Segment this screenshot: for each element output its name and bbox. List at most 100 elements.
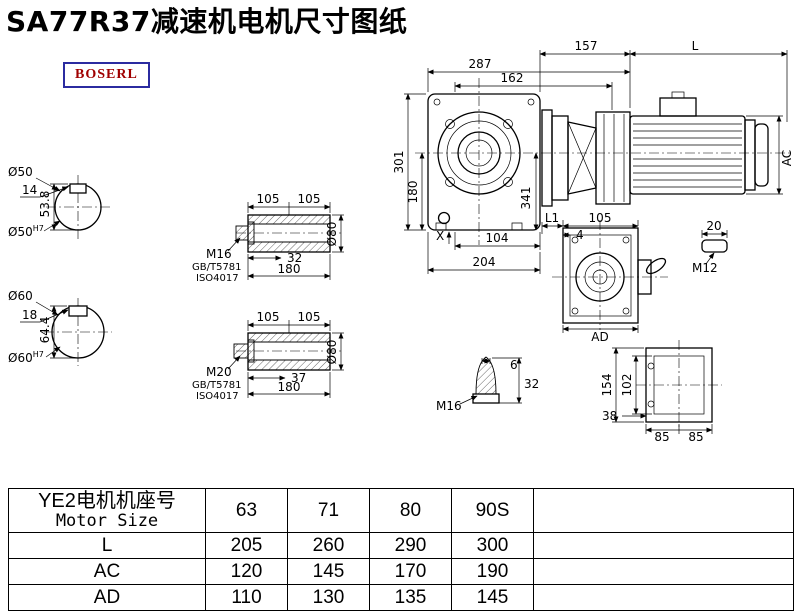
dim-162: 162 (454, 71, 613, 110)
gearbox-front-view (427, 93, 541, 231)
dim-180-vertical: 180 (406, 152, 425, 231)
filler-cell (533, 584, 794, 611)
size-col-1: 71 (287, 488, 370, 533)
main-axis-centerlines (415, 78, 792, 245)
table-row-AD: AD 110 130 135 145 (8, 584, 794, 611)
dim-label-h1-std2: ISO4017 (196, 273, 239, 284)
solid-shaft-50-view: Ø50 14 53.8 Ø50H7 (8, 165, 110, 239)
dim-157: 157 (539, 39, 631, 92)
dim-label-204: 204 (473, 255, 496, 269)
dim-label-key14: 14 (22, 183, 37, 197)
size-col-0: 63 (205, 488, 288, 533)
dim-label-53-8: 53.8 (38, 191, 52, 218)
size-col-2: 80 (369, 488, 452, 533)
dim-AC: AC (746, 115, 794, 195)
dim-301: 301 (392, 93, 426, 231)
dim-104: 104 (454, 231, 541, 250)
dim-label-tv-105: 105 (589, 211, 612, 225)
table-row-AC: AC 120 145 170 190 (8, 558, 794, 585)
dim-label-M12: M12 (692, 261, 718, 275)
dim-label-162: 162 (501, 71, 524, 85)
table-header-row: YE2电机机座号 Motor Size 63 71 80 90S (8, 488, 794, 533)
terminal-box (659, 97, 697, 117)
dim-label-tv-20: 20 (706, 219, 721, 233)
dim-label-h2-bolt: M20 (206, 365, 232, 379)
value-cell: 130 (287, 584, 370, 611)
value-cell: 300 (451, 532, 534, 559)
dim-label-L1: L1 (545, 211, 559, 225)
dim-label-h2-180: 180 (278, 380, 301, 394)
value-cell: 145 (287, 558, 370, 585)
dim-label-bore50: Ø50H7 (8, 224, 44, 239)
dim-label-h1-180: 180 (278, 262, 301, 276)
dim-label-104: 104 (486, 231, 509, 245)
key-20 (701, 239, 728, 253)
value-cell: 120 (205, 558, 288, 585)
dim-L: L (629, 39, 788, 122)
dim-label-L: L (692, 39, 699, 53)
size-col-3: 90S (451, 488, 534, 533)
dim-341: 341 (519, 152, 539, 231)
dim-label-X: X (436, 229, 444, 243)
value-cell: 205 (205, 532, 288, 559)
row-label: L (8, 532, 206, 559)
motor-end-view: 154 102 38 85 85 (600, 340, 722, 444)
dim-label-bore60: Ø60H7 (8, 350, 44, 365)
dim-label-h1-dia80: Ø80 (325, 222, 339, 247)
filler-cell (533, 488, 794, 533)
value-cell: 190 (451, 558, 534, 585)
motor-adapter (541, 109, 631, 207)
motor-body (629, 91, 769, 195)
dim-label-38: 38 (602, 409, 617, 423)
dim-label-AD: AD (591, 330, 608, 344)
breather-plug-view: 6 32 M16 (436, 356, 539, 413)
key-blank (645, 257, 667, 275)
filler-cell (533, 532, 794, 559)
dim-label-85b: 85 (688, 430, 703, 444)
dim-label-dia60: Ø60 (8, 289, 33, 303)
motor-size-header-cell: YE2电机机座号 Motor Size (8, 488, 206, 533)
dim-label-plug-6: 6 (510, 358, 518, 372)
solid-shaft-60-view: Ø60 18 64.4 Ø60H7 (8, 289, 112, 366)
dim-label-180: 180 (406, 181, 420, 204)
dim-label-h2-105a: 105 (257, 310, 280, 324)
dim-label-h2-std1: GB/T5781 (192, 380, 242, 391)
value-cell: 170 (369, 558, 452, 585)
dim-label-h2-105b: 105 (298, 310, 321, 324)
value-cell: 110 (205, 584, 288, 611)
brand-logo: BOSERL (63, 62, 150, 88)
value-cell: 290 (369, 532, 452, 559)
dim-204: 204 (427, 232, 541, 274)
dim-label-154: 154 (600, 374, 614, 397)
dim-label-341: 341 (519, 187, 533, 210)
dim-label-key18: 18 (22, 308, 37, 322)
value-cell: 260 (287, 532, 370, 559)
dim-label-h2-std2: ISO4017 (196, 391, 239, 402)
filler-cell (533, 558, 794, 585)
dim-label-64-4: 64.4 (38, 317, 52, 344)
motor-size-table: YE2电机机座号 Motor Size 63 71 80 90S L 205 2… (8, 488, 794, 611)
row-label: AD (8, 584, 206, 611)
dim-label-h1-105b: 105 (298, 192, 321, 206)
value-cell: 135 (369, 584, 452, 611)
dim-label-h1-bolt: M16 (206, 247, 232, 261)
dim-label-102: 102 (620, 374, 634, 397)
value-cell: 145 (451, 584, 534, 611)
dim-label-85a: 85 (654, 430, 669, 444)
dim-X: X (436, 229, 452, 244)
row-label: AC (8, 558, 206, 585)
hollow-shaft-detail-m20: 105 105 M20 GB/T5781 ISO4017 37 180 Ø80 (192, 310, 344, 402)
dim-label-h1-32: 32 (287, 251, 302, 265)
gearbox-top-view: L1 105 4 20 M12 AD (541, 211, 728, 344)
dim-label-h2-dia80: Ø80 (325, 340, 339, 365)
table-row-L: L 205 260 290 300 (8, 532, 794, 559)
dim-label-157: 157 (575, 39, 598, 53)
dim-label-h1-std1: GB/T5781 (192, 262, 242, 273)
dim-label-h1-105a: 105 (257, 192, 280, 206)
dim-label-plug-32: 32 (524, 377, 539, 391)
dim-label-AC: AC (780, 150, 794, 166)
dim-label-tv-4: 4 (576, 228, 584, 242)
dim-label-dia50: Ø50 (8, 165, 33, 179)
hollow-shaft-detail-m16: 105 105 M16 GB/T5781 ISO4017 32 180 Ø80 (192, 192, 344, 284)
dim-label-287: 287 (469, 57, 492, 71)
